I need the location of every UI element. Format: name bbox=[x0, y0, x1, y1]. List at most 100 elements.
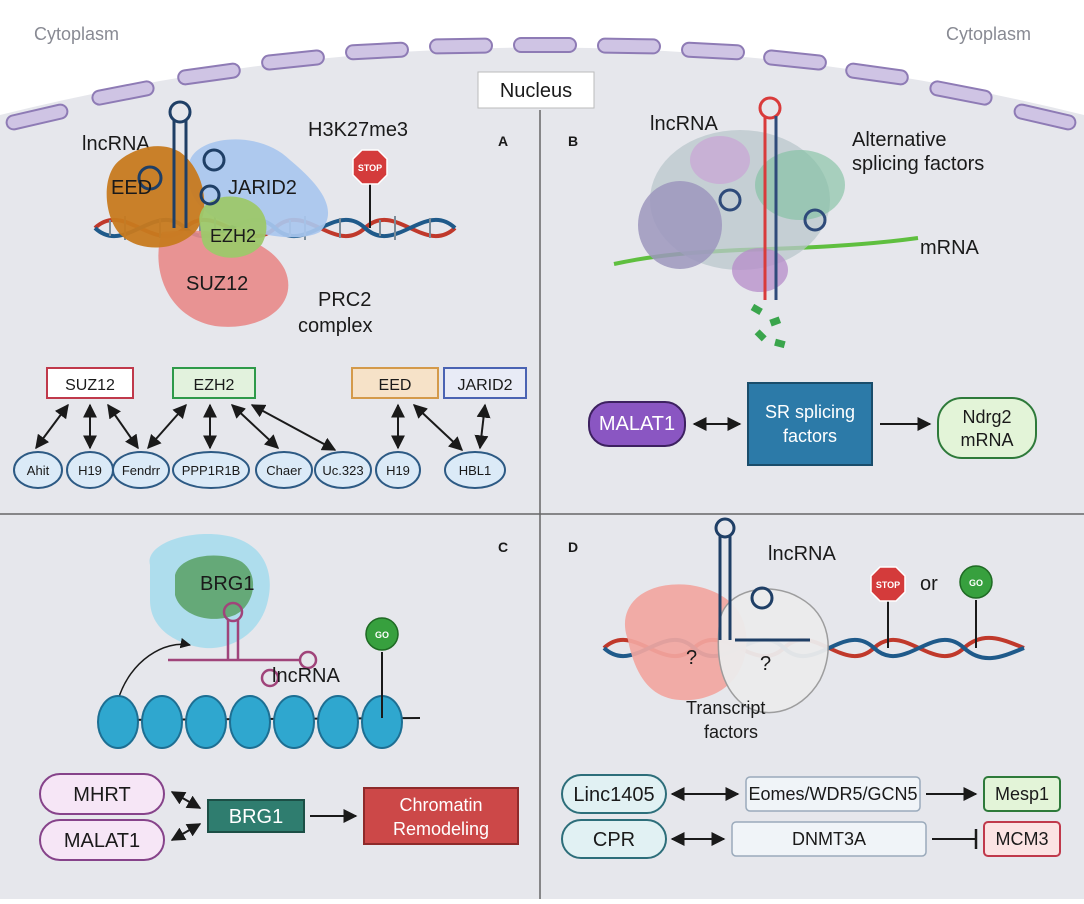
sr-splicing-label-line1: SR splicing bbox=[765, 402, 855, 422]
target-ppp1r1b bbox=[172, 451, 250, 489]
ndrg2-label-line2: mRNA bbox=[961, 430, 1014, 450]
go-sign-c-text: GO bbox=[375, 630, 389, 640]
spliced-fragments bbox=[750, 303, 786, 349]
panel-b: B lncRNA Alternative splicing factors mR… bbox=[568, 96, 1037, 466]
cpr-pill bbox=[561, 819, 667, 859]
jarid2-protein-label: JARID2 bbox=[228, 177, 297, 199]
brg1-box bbox=[207, 799, 305, 833]
panel-b-letter: B bbox=[568, 133, 578, 149]
mesp1-label: Mesp1 bbox=[995, 784, 1049, 804]
prc2-label-line1: PRC2 bbox=[318, 289, 371, 311]
target-h19-second bbox=[375, 451, 421, 489]
suz12-box bbox=[46, 367, 134, 399]
ezh2-protein bbox=[199, 196, 267, 258]
nucleus-label-box bbox=[477, 71, 595, 109]
lncrna-hairpin-c bbox=[168, 601, 318, 688]
target-hbl1-label: HBL1 bbox=[459, 463, 492, 478]
cytoplasm-label-right: Cytoplasm bbox=[946, 24, 1031, 44]
target-list: Ahit H19 Fendrr PPP1R1B Chaer Uc.323 H19… bbox=[13, 451, 506, 489]
ezh2-protein-label: EZH2 bbox=[210, 226, 256, 246]
sr-splicing-box bbox=[747, 382, 873, 466]
malat1-pill-c bbox=[39, 819, 165, 861]
asf-label-line1: Alternative bbox=[852, 129, 947, 151]
or-label: or bbox=[920, 573, 938, 595]
suz12-protein-label: SUZ12 bbox=[186, 273, 248, 295]
question-mark-1: ? bbox=[686, 647, 697, 669]
eomes-label: Eomes/WDR5/GCN5 bbox=[748, 784, 917, 804]
stop-sign-a-text: STOP bbox=[358, 163, 382, 173]
panel-c: C BRG1 lncRNA bbox=[39, 534, 519, 861]
panel-d-lncrna-label: lncRNA bbox=[768, 543, 836, 565]
lncrna-hairpin-a bbox=[137, 100, 226, 228]
linc1405-pill bbox=[561, 774, 667, 814]
eed-protein-label: EED bbox=[111, 177, 152, 199]
target-uc323-label: Uc.323 bbox=[322, 463, 363, 478]
dnmt3a-box bbox=[731, 821, 927, 857]
ezh2-box bbox=[172, 367, 256, 399]
target-hbl1 bbox=[444, 451, 506, 489]
target-uc323 bbox=[314, 451, 372, 489]
target-ppp1r1b-label: PPP1R1B bbox=[182, 463, 241, 478]
ndrg2-label-line1: Ndrg2 bbox=[962, 407, 1011, 427]
target-chaer bbox=[255, 451, 313, 489]
dnmt3a-label: DNMT3A bbox=[792, 829, 866, 849]
mhrt-pill bbox=[39, 773, 165, 815]
arrow-mhrt-brg1 bbox=[170, 791, 202, 809]
mesp1-box bbox=[983, 776, 1061, 812]
chromatin-remodeling-box bbox=[363, 787, 519, 845]
ndrg2-pill bbox=[937, 397, 1037, 459]
ezh2-box-label: EZH2 bbox=[194, 377, 235, 394]
malat1-pill bbox=[588, 401, 686, 447]
brg1-protein-label: BRG1 bbox=[200, 573, 254, 595]
lncrna-hairpin-b bbox=[718, 96, 827, 300]
panel-a: A lncRNA H3K27me3 EED bbox=[13, 100, 527, 489]
eed-protein bbox=[106, 146, 205, 248]
chromatin-label-line1: Chromatin bbox=[399, 795, 482, 815]
target-ahit-label: Ahit bbox=[27, 463, 50, 478]
malat1-pill-label: MALAT1 bbox=[599, 413, 675, 435]
mrna-label: mRNA bbox=[920, 237, 980, 259]
eomes-box bbox=[745, 776, 921, 812]
target-fendrr-label: Fendrr bbox=[122, 463, 161, 478]
target-fendrr bbox=[112, 451, 170, 489]
panel-d: D lncRNA ? ? Transcript factors STOP or bbox=[561, 517, 1061, 859]
cpr-label: CPR bbox=[593, 829, 635, 851]
suz12-protein bbox=[158, 230, 289, 327]
go-sign-c: GO bbox=[365, 617, 399, 718]
cytoplasm-label-left: Cytoplasm bbox=[34, 24, 119, 44]
arrow-malat1-brg1 bbox=[170, 823, 202, 841]
panel-a-lncrna-label: lncRNA bbox=[82, 133, 150, 155]
panel-c-letter: C bbox=[498, 539, 508, 555]
linc1405-label: Linc1405 bbox=[573, 784, 654, 806]
brg1-box-label: BRG1 bbox=[229, 806, 283, 828]
target-h19-label: H19 bbox=[78, 463, 102, 478]
panel-c-lncrna-label: lncRNA bbox=[272, 665, 340, 687]
nuclear-envelope bbox=[5, 37, 1077, 131]
eed-box bbox=[351, 367, 439, 399]
eed-box-label: EED bbox=[379, 377, 412, 394]
target-ahit bbox=[13, 451, 63, 489]
go-sign-d-text: GO bbox=[969, 578, 983, 588]
suz12-box-label: SUZ12 bbox=[65, 377, 115, 394]
jarid2-box bbox=[443, 367, 527, 399]
curved-arrow-c bbox=[117, 638, 192, 701]
panel-a-letter: A bbox=[498, 133, 508, 149]
h3k27me3-label: H3K27me3 bbox=[308, 119, 408, 141]
sr-splicing-label-line2: factors bbox=[783, 426, 837, 446]
jarid2-box-label: JARID2 bbox=[457, 377, 512, 394]
nucleus-label: Nucleus bbox=[500, 80, 572, 102]
tf-label-line1: Transcript bbox=[686, 698, 765, 718]
panel-b-lncrna-label: lncRNA bbox=[650, 113, 718, 135]
chromatin-label-line2: Remodeling bbox=[393, 819, 489, 839]
transcription-factor-1 bbox=[624, 584, 747, 701]
target-chaer-label: Chaer bbox=[266, 463, 302, 478]
stop-sign-a: STOP bbox=[352, 149, 388, 228]
target-h19-second-label: H19 bbox=[386, 463, 410, 478]
malat1-pill-c-label: MALAT1 bbox=[64, 830, 140, 852]
mcm3-label: MCM3 bbox=[996, 829, 1049, 849]
go-sign-d: GO bbox=[959, 565, 993, 648]
asf-label-line2: splicing factors bbox=[852, 153, 984, 175]
stop-sign-d: STOP bbox=[870, 566, 906, 648]
